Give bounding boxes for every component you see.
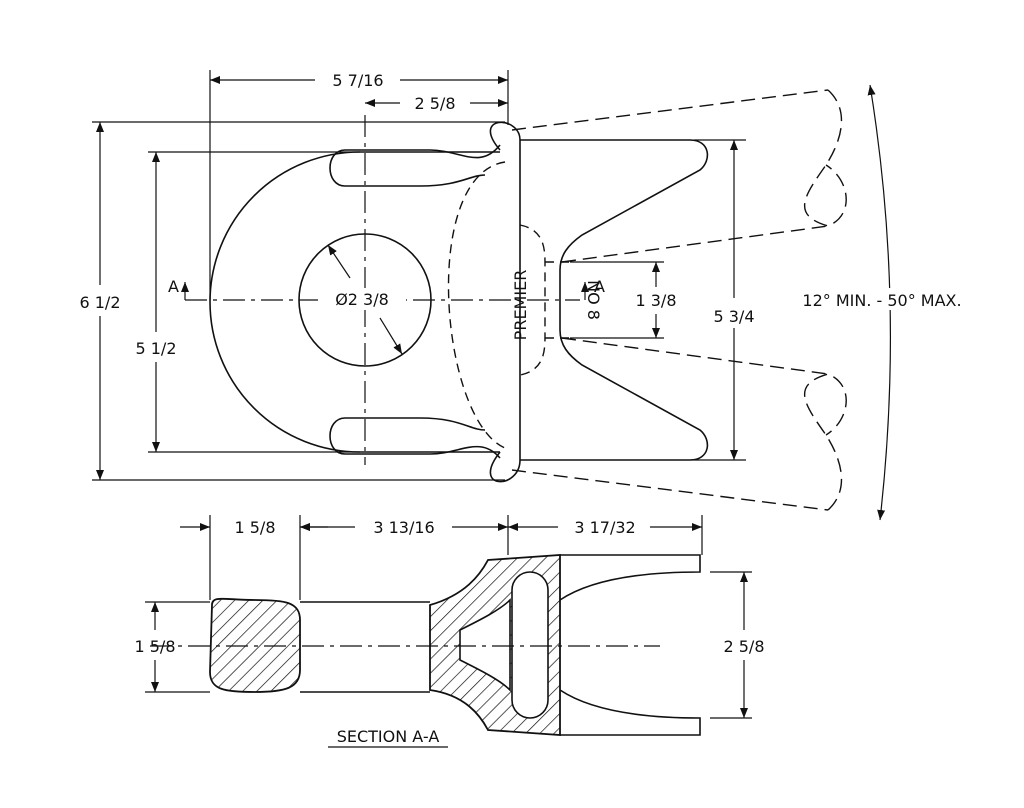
dim-angle: 12° MIN. - 50° MAX. [802,291,961,310]
dim-top-width: 5 7/16 [332,71,383,90]
hidden-web [519,224,546,376]
dim-hole-diameter: Ø2 3/8 [335,290,389,309]
fork-bot [559,689,701,736]
hidden-collar-edge [447,161,506,449]
dim-sec-left: 1 5/8 [234,518,275,537]
dia-leader-1 [327,244,351,279]
phantom-lower-prong [511,469,829,511]
slot-cavity [511,571,549,719]
fork-outline [520,139,709,461]
phantom-upper-prong-inner [561,225,829,263]
phantom-lower-tip [803,373,847,511]
section-view: 1 5/8 3 13/16 3 17/32 1 5/8 2 5/8 SECTIO… [134,515,765,748]
dim-inner-height: 5 1/2 [135,339,176,358]
dim-sec-mid: 3 13/16 [373,518,434,537]
dia-leader-2 [379,317,403,355]
size-mark: NO 8 [584,280,603,320]
angle-label-bg [788,288,972,310]
dim-sec-height: 1 5/8 [134,637,175,656]
plan-view: A A PREMIER NO 8 [168,89,847,511]
dim-sec-right: 3 17/32 [574,518,635,537]
section-mark-left: A [168,277,179,296]
dim-top-offset: 2 5/8 [414,94,455,113]
dim-outer-height: 6 1/2 [79,293,120,312]
lower-slot [329,417,501,459]
bar-section [209,597,301,693]
cavity [459,598,511,692]
section-mark-right: A [594,277,605,296]
dim-prong-span: 5 3/4 [713,307,754,326]
phantom-upper-tip [803,89,847,227]
dim-gap: 1 3/8 [635,291,676,310]
phantom-lower-prong-inner [561,337,829,375]
body-outline [209,151,500,453]
dia-label-bg [318,288,406,310]
upper-slot [329,144,501,187]
brand-mark: PREMIER [511,270,530,341]
section-title: SECTION A-A [337,727,440,746]
plan-dimensions: 5 7/16 2 5/8 6 1/2 5 1/2 Ø2 3/8 1 3/8 [79,70,972,521]
phantom-upper-prong [511,89,829,131]
dim-sec-prong: 2 5/8 [723,637,764,656]
fork-top [559,554,701,601]
